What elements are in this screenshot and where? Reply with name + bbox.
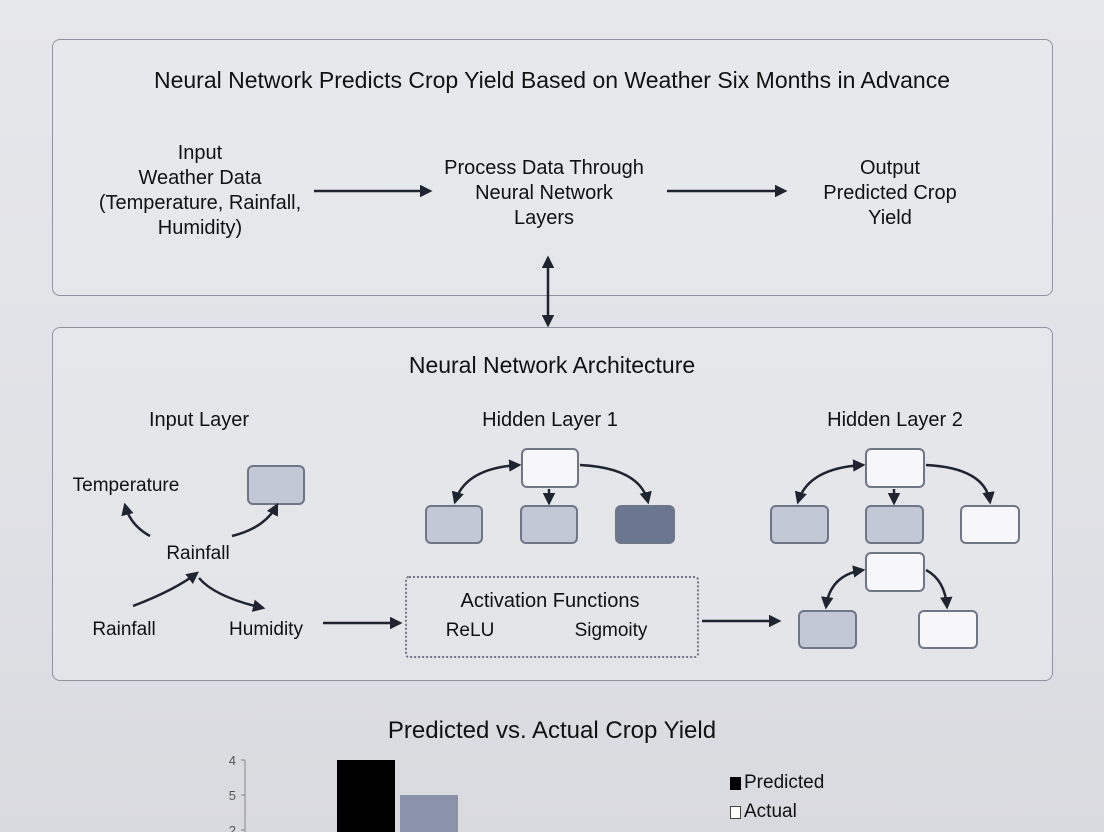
input-heading: Input — [177, 142, 223, 164]
legend-label: Actual — [744, 801, 797, 822]
hidden2-node — [865, 505, 924, 544]
process-line: Process Data Through — [444, 157, 644, 179]
hidden-layer-1-heading: Hidden Layer 1 — [482, 409, 618, 431]
arrow-out-right — [925, 568, 953, 610]
output-line: Predicted Crop — [823, 182, 957, 204]
output-line: Yield — [868, 207, 912, 229]
bar-actual — [400, 795, 458, 832]
bar-predicted — [337, 760, 395, 832]
legend-label: Predicted — [744, 772, 825, 793]
overview-panel — [52, 39, 1053, 296]
hidden1-node — [520, 505, 578, 544]
chart-title: Predicted vs. Actual Crop Yield — [387, 717, 717, 744]
hidden-layer-2-heading: Hidden Layer 2 — [827, 409, 963, 431]
hidden2-top-node — [865, 448, 925, 488]
y-tick-label: 4 — [229, 753, 236, 768]
process-block: Process Data Through Neural Network Laye… — [444, 156, 644, 231]
label-rainfall: Rainfall — [92, 619, 156, 640]
activation-functions-box — [405, 576, 699, 658]
activation-sigmoid: Sigmoity — [574, 620, 648, 641]
label-humidity: Humidity — [229, 619, 303, 640]
input-line: Weather Data — [138, 167, 262, 189]
arrow-rainfall-up — [132, 571, 199, 608]
arrow-h1-left — [451, 459, 522, 505]
legend-item-predicted: Predicted — [730, 772, 824, 794]
arrow-rainfall-to-temperature — [121, 502, 151, 538]
label-rainfall-center: Rainfall — [166, 543, 230, 564]
legend-item-actual: Actual — [730, 801, 797, 823]
legend-swatch-actual — [730, 805, 741, 819]
arrow-h2-left — [794, 459, 866, 505]
output-block: Output Predicted Crop Yield — [823, 156, 956, 231]
input-block: Input Weather Data (Temperature, Rainfal… — [99, 141, 301, 241]
arrow-to-humidity — [198, 577, 266, 612]
hidden1-node — [615, 505, 675, 544]
y-tick-label: 5 — [229, 788, 236, 803]
arrow-out-left — [821, 565, 866, 610]
y-tick-label: 2 — [229, 823, 236, 832]
arrow-h2-right — [925, 463, 995, 505]
main-title: Neural Network Predicts Crop Yield Based… — [153, 67, 951, 93]
label-temperature: Temperature — [72, 475, 180, 496]
output-node — [798, 610, 857, 649]
architecture-title: Neural Network Architecture — [408, 352, 696, 378]
process-line: Layers — [513, 207, 575, 229]
arrow-rainfall-to-node — [231, 502, 279, 538]
process-line: Neural Network — [475, 182, 613, 204]
hidden1-top-node — [521, 448, 579, 488]
hidden2-node — [960, 505, 1020, 544]
legend-swatch-predicted — [730, 776, 741, 790]
arrow-h1-right — [579, 463, 652, 505]
activation-relu: ReLU — [445, 620, 495, 641]
output-top-node — [865, 552, 925, 592]
output-heading: Output — [859, 157, 921, 179]
hidden2-node — [770, 505, 829, 544]
input-line: Humidity) — [157, 217, 243, 239]
output-node — [918, 610, 978, 649]
input-layer-heading: Input Layer — [148, 409, 250, 431]
activation-heading: Activation Functions — [460, 590, 640, 612]
input-line: (Temperature, Rainfall, — [98, 192, 302, 214]
hidden1-node — [425, 505, 483, 544]
